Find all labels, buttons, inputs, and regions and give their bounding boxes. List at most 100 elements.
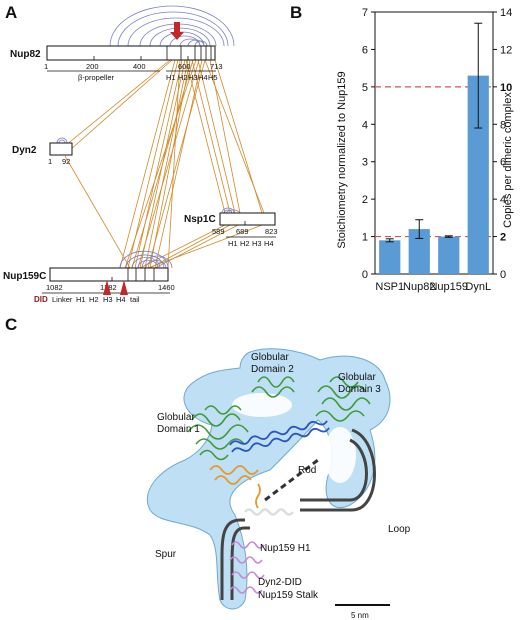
nup82-intra-arcs — [109, 5, 235, 47]
gd2-label-1: Globular — [251, 352, 289, 363]
gd1-label-2: Domain 1 — [157, 424, 200, 435]
category-label: Nup159 — [429, 281, 468, 293]
spur-tubes — [220, 518, 250, 600]
nup82-tick-200: 200 — [86, 62, 99, 71]
nup82-h1: H1 — [166, 73, 176, 82]
nup159-h1-label: Nup159 H1 — [260, 543, 311, 554]
white-helix — [244, 508, 294, 516]
panel-a: A — [3, 3, 278, 304]
rod-dashed-line — [264, 458, 319, 502]
nup82-h5: H5 — [208, 73, 218, 82]
panel-b: B Stoichiometry normalized to Nup159 Cop… — [290, 3, 514, 293]
left-axis: 0 1 2 3 4 5 6 7 — [362, 7, 375, 281]
nup82-arrow-icon — [170, 22, 184, 40]
panel-b-letter: B — [290, 3, 302, 22]
bar-nsp1 — [379, 240, 401, 274]
nup82-h4: H4 — [198, 73, 208, 82]
nup82-h3: H3 — [188, 73, 198, 82]
nup159c-linker: Linker — [52, 295, 73, 304]
stalk-ribbon — [229, 541, 265, 594]
dyn2-box — [49, 142, 73, 156]
dyn2-tick-92: 92 — [62, 157, 70, 166]
nsp1c-h1: H1 — [228, 239, 238, 248]
right-tick-label: 12 — [500, 44, 512, 56]
nsp1c-h4: H4 — [264, 239, 274, 248]
right-tick-label: 8 — [500, 119, 506, 131]
nup82-ticks — [93, 46, 212, 60]
bar-nup82 — [408, 229, 430, 274]
globular-domain-3-ribbon — [315, 376, 371, 422]
nup159c-tick-1460: 1460 — [158, 283, 175, 292]
nup159c-arrow-h4-icon — [120, 280, 128, 295]
nsp1c-h2: H2 — [240, 239, 250, 248]
left-tick-label: 2 — [362, 194, 368, 206]
panel-c-letter: C — [5, 315, 17, 334]
nsp1c-tick-823: 823 — [265, 227, 278, 236]
loop-tubes — [300, 428, 376, 512]
category-label: Nup82 — [403, 281, 435, 293]
nsp1c-h3: H3 — [252, 239, 262, 248]
left-tick-label: 4 — [362, 119, 368, 131]
nup159c-arcs — [119, 250, 173, 269]
nup82-tick-1: 1 — [44, 62, 48, 71]
left-tick-label: 7 — [362, 7, 368, 19]
nsp1c-box — [219, 212, 276, 226]
category-label: DynL — [465, 281, 491, 293]
left-tick-label: 5 — [362, 82, 368, 94]
nup159c-h4: H4 — [116, 295, 126, 304]
nsp1c-tick-589: 589 — [212, 227, 225, 236]
beta-propeller-label: β-propeller — [78, 73, 114, 82]
nup82-box — [46, 45, 216, 61]
nup159c-did: DID — [34, 295, 48, 304]
left-axis-label: Stoichiometry normalized to Nup159 — [336, 71, 348, 248]
right-tick-label: 4 — [500, 194, 506, 206]
spur-label: Spur — [155, 549, 177, 560]
bars — [379, 22, 489, 274]
right-tick-label: 10 — [500, 82, 512, 94]
right-axis-label: Copies per dimeric complex — [502, 92, 514, 228]
bar-nup159 — [438, 236, 460, 274]
gd3-label-2: Domain 3 — [338, 384, 381, 395]
nup159c-tail: tail — [130, 295, 140, 304]
right-tick-label: 0 — [500, 269, 506, 281]
panel-c: C — [5, 315, 411, 620]
gd1-label-1: Globular — [157, 412, 195, 423]
nup159c-arrow-h3-icon — [103, 280, 111, 295]
nup82-tick-600: 600 — [178, 62, 191, 71]
left-tick-label: 3 — [362, 157, 368, 169]
nup159-stalk-label: Nup159 Stalk — [258, 590, 319, 601]
panel-a-letter: A — [5, 3, 17, 22]
bar-dynl — [467, 75, 489, 274]
dyn2-label: Dyn2 — [12, 145, 37, 156]
nup159c-h1: H1 — [76, 295, 86, 304]
dyn2-did-label: Dyn2-DID — [258, 577, 302, 588]
gd3-label-1: Globular — [338, 372, 376, 383]
nup82-h2: H2 — [178, 73, 188, 82]
dyn2-tick-1: 1 — [48, 157, 52, 166]
globular-domain-2-ribbon — [251, 376, 295, 398]
left-tick-label: 0 — [362, 269, 368, 281]
globular-domain-1-ribbon — [187, 405, 249, 461]
left-tick-label: 1 — [362, 232, 368, 244]
rod-label: Rod — [298, 465, 316, 476]
gd2-label-2: Domain 2 — [251, 364, 294, 375]
loop-label: Loop — [388, 524, 411, 535]
nsp1c-arcs — [221, 207, 241, 214]
right-tick-label: 6 — [500, 157, 506, 169]
orange-ribbon — [209, 465, 261, 509]
right-tick-label: 2 — [500, 232, 506, 244]
nup82-tick-713: 713 — [210, 62, 223, 71]
category-label: NSP1 — [375, 281, 404, 293]
nup82-label: Nup82 — [10, 49, 41, 60]
nsp1c-tick-689: 689 — [236, 227, 249, 236]
nup82-tick-400: 400 — [133, 62, 146, 71]
nup159c-box — [49, 267, 169, 282]
nup159c-label: Nup159C — [3, 271, 46, 282]
nsp1c-label: Nsp1C — [184, 214, 216, 225]
left-tick-label: 6 — [362, 44, 368, 56]
scale-bar-label: 5 nm — [351, 611, 369, 620]
coiled-coil-ribbon — [229, 420, 330, 453]
